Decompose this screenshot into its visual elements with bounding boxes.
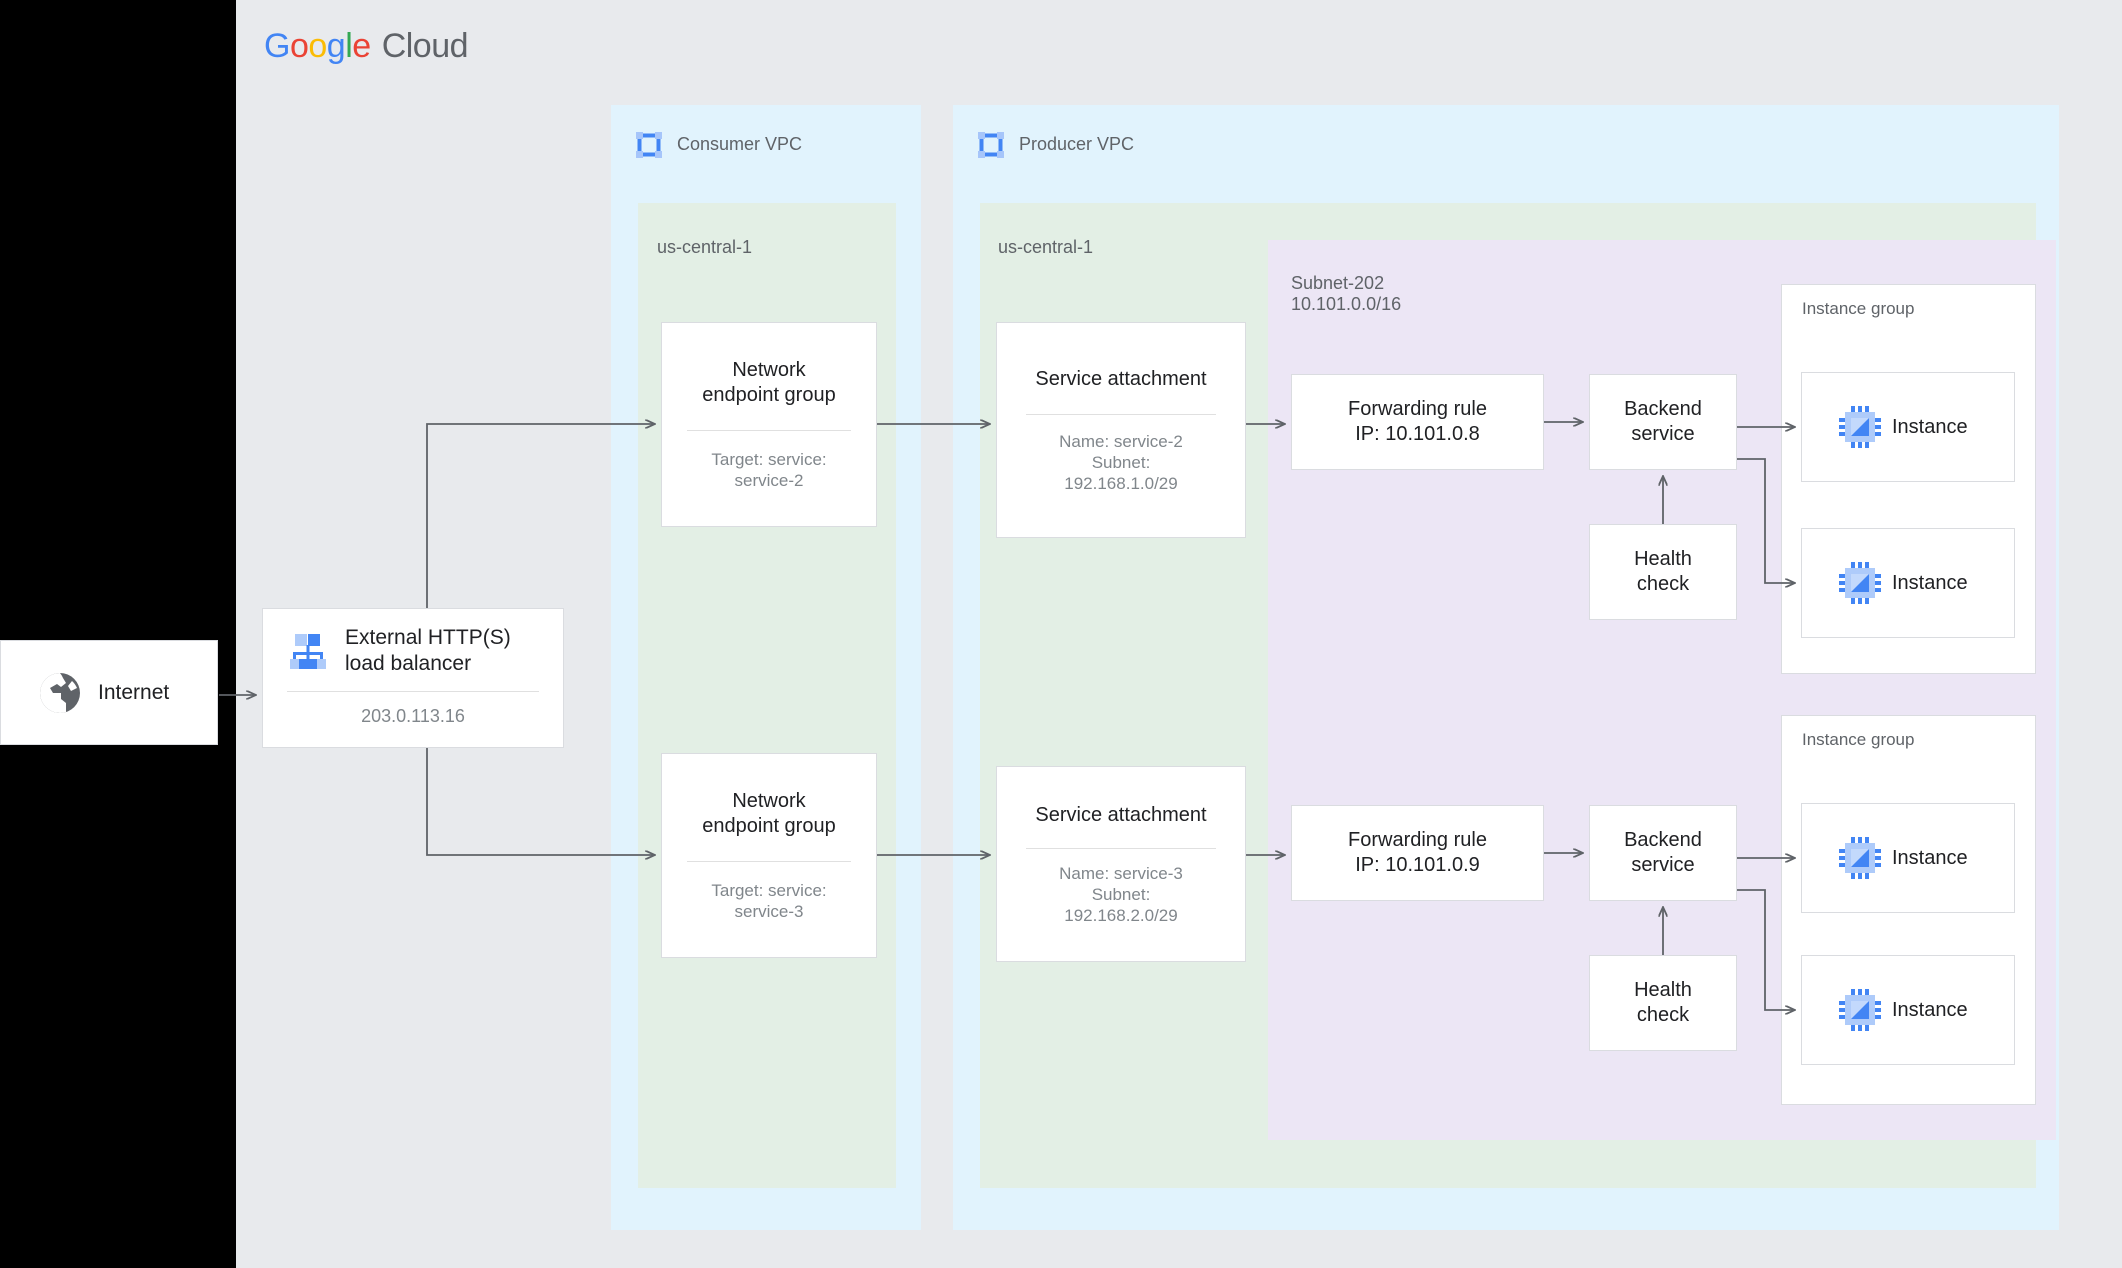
instance-chip-icon	[1838, 561, 1882, 605]
logo-letter-e: e	[352, 27, 371, 65]
load-balancer-divider	[287, 691, 539, 692]
instance-2b-label: Instance	[1892, 998, 1968, 1021]
consumer-region-label: us-central-1	[657, 237, 753, 257]
forwarding-rule-2-text: Forwarding rule IP: 10.101.0.9	[1348, 829, 1487, 876]
health-check-2[interactable]: Health check	[1589, 955, 1737, 1051]
instance-1a-label: Instance	[1892, 415, 1968, 438]
service-attachment-2-title: Service attachment	[1035, 803, 1207, 826]
service-attachment-1-details: Name: service-2 Subnet: 192.168.1.0/29	[1059, 431, 1183, 493]
logo-letter-o2: o	[308, 27, 327, 65]
load-balancer-title: External HTTP(S) load balancer	[345, 626, 511, 675]
service-attachment-2-divider	[1026, 847, 1216, 849]
globe-icon	[36, 669, 84, 717]
instance-group-2-label: Instance group	[1802, 730, 1915, 749]
internet-node[interactable]: Internet	[0, 640, 218, 745]
google-cloud-logo: Google Cloud	[264, 27, 469, 66]
backend-service-2-text: Backend service	[1624, 829, 1702, 876]
instance-2a[interactable]: Instance	[1801, 803, 2015, 913]
instance-1b[interactable]: Instance	[1801, 528, 2015, 638]
subnet-name-label: Subnet-202	[1291, 273, 1385, 293]
forwarding-rule-1[interactable]: Forwarding rule IP: 10.101.0.8	[1291, 374, 1544, 470]
network-endpoint-group-2[interactable]: Network endpoint group Target: service: …	[661, 753, 877, 958]
logo-letter-l: l	[345, 27, 353, 65]
instance-chip-icon	[1838, 836, 1882, 880]
backend-service-2[interactable]: Backend service	[1589, 805, 1737, 901]
network-endpoint-group-1[interactable]: Network endpoint group Target: service: …	[661, 322, 877, 527]
vpc-icon	[635, 131, 663, 159]
internet-label: Internet	[98, 680, 170, 704]
backend-service-1[interactable]: Backend service	[1589, 374, 1737, 470]
load-balancer-ip: 203.0.113.16	[361, 706, 465, 726]
instance-1b-label: Instance	[1892, 571, 1968, 594]
load-balancer-icon	[285, 628, 331, 674]
health-check-1-text: Health check	[1634, 548, 1692, 595]
neg-2-divider	[687, 861, 851, 862]
service-attachment-2-details: Name: service-3 Subnet: 192.168.2.0/29	[1059, 863, 1183, 925]
backend-service-1-text: Backend service	[1624, 398, 1702, 445]
neg-2-target: Target: service: service-3	[711, 881, 827, 921]
instance-2b[interactable]: Instance	[1801, 955, 2015, 1065]
service-attachment-1[interactable]: Service attachment Name: service-2 Subne…	[996, 322, 1246, 538]
logo-letter-g2: g	[326, 27, 346, 65]
logo-letter-g1: G	[264, 27, 290, 65]
forwarding-rule-2[interactable]: Forwarding rule IP: 10.101.0.9	[1291, 805, 1544, 901]
instance-chip-icon	[1838, 405, 1882, 449]
forwarding-rule-1-text: Forwarding rule IP: 10.101.0.8	[1348, 398, 1487, 445]
logo-letter-o1: o	[289, 27, 309, 65]
service-attachment-1-divider	[1026, 413, 1216, 415]
instance-chip-icon	[1838, 988, 1882, 1032]
logo-cloud-word: Cloud	[381, 27, 469, 65]
producer-vpc-label: Producer VPC	[1019, 134, 1135, 154]
vpc-icon	[977, 131, 1005, 159]
neg-1-divider	[687, 430, 851, 431]
neg-1-title: Network endpoint group	[702, 359, 836, 406]
external-http-load-balancer[interactable]: External HTTP(S) load balancer 203.0.113…	[262, 608, 564, 748]
consumer-vpc-label: Consumer VPC	[677, 134, 803, 154]
service-attachment-1-title: Service attachment	[1035, 367, 1207, 390]
neg-2-title: Network endpoint group	[702, 790, 836, 837]
service-attachment-2[interactable]: Service attachment Name: service-3 Subne…	[996, 766, 1246, 962]
health-check-1[interactable]: Health check	[1589, 524, 1737, 620]
instance-1a[interactable]: Instance	[1801, 372, 2015, 482]
health-check-2-text: Health check	[1634, 979, 1692, 1026]
subnet-cidr-label: 10.101.0.0/16	[1291, 294, 1402, 314]
producer-region-label: us-central-1	[998, 237, 1094, 257]
instance-group-1-label: Instance group	[1802, 299, 1915, 318]
neg-1-target: Target: service: service-2	[711, 450, 827, 490]
instance-2a-label: Instance	[1892, 846, 1968, 869]
